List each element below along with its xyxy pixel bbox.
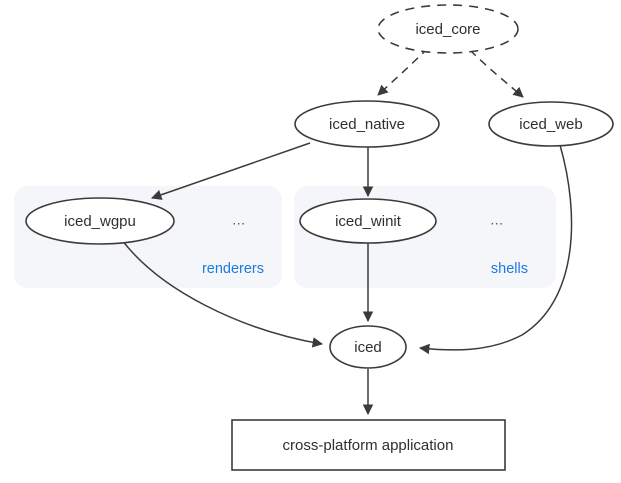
edge-iced-core-to-iced-native xyxy=(377,47,429,96)
edge-layer xyxy=(121,47,573,416)
node-application-shape[interactable] xyxy=(231,419,506,471)
node-iced-core-label: iced_core xyxy=(415,21,480,38)
cluster-shells-ellipsis: ... xyxy=(490,212,503,228)
node-application[interactable]: cross-platform application xyxy=(231,419,506,471)
node-iced-wgpu-label: iced_wgpu xyxy=(64,213,136,230)
node-iced-winit[interactable]: iced_winit xyxy=(299,198,437,244)
node-iced-core[interactable]: iced_core xyxy=(377,4,519,54)
node-iced[interactable]: iced xyxy=(329,325,407,369)
node-iced-wgpu[interactable]: iced_wgpu xyxy=(25,197,175,245)
node-iced-web-label: iced_web xyxy=(519,116,582,133)
node-iced-native-label: iced_native xyxy=(329,116,405,133)
cluster-shells-label: shells xyxy=(491,261,528,277)
cluster-renderers-ellipsis: ... xyxy=(232,212,245,228)
node-iced-core-shape[interactable] xyxy=(377,4,519,54)
node-iced-shape[interactable] xyxy=(329,325,407,369)
node-iced-native[interactable]: iced_native xyxy=(294,100,440,148)
node-iced-winit-shape[interactable] xyxy=(299,198,437,244)
node-iced-winit-label: iced_winit xyxy=(335,213,402,230)
node-application-label: cross-platform application xyxy=(283,437,454,454)
node-iced-web[interactable]: iced_web xyxy=(488,101,614,147)
edge-iced-native-to-iced-wgpu xyxy=(151,142,311,200)
node-iced-web-shape[interactable] xyxy=(488,101,614,147)
node-iced-native-shape[interactable] xyxy=(294,100,440,148)
node-iced-wgpu-shape[interactable] xyxy=(25,197,175,245)
cluster-renderers-label: renderers xyxy=(202,261,264,277)
edge-iced-core-to-iced-web xyxy=(469,49,524,98)
edge-iced-wgpu-to-iced xyxy=(121,239,324,348)
node-iced-label: iced xyxy=(354,339,382,356)
edge-iced-web-to-iced xyxy=(418,144,573,355)
